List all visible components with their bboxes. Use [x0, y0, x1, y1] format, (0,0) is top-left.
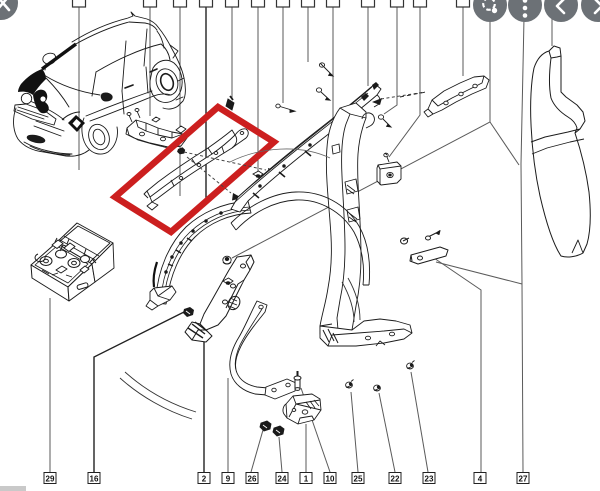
svg-text:9: 9: [226, 474, 231, 483]
svg-text:22: 22: [391, 474, 400, 483]
svg-text:16: 16: [90, 474, 99, 483]
svg-text:23: 23: [425, 474, 434, 483]
svg-text:25: 25: [354, 474, 363, 483]
svg-text:2: 2: [202, 474, 207, 483]
svg-text:1: 1: [304, 474, 309, 483]
svg-text:24: 24: [278, 474, 287, 483]
svg-text:29: 29: [46, 474, 55, 483]
svg-text:27: 27: [519, 474, 528, 483]
svg-text:4: 4: [478, 474, 483, 483]
svg-text:10: 10: [326, 474, 335, 483]
svg-text:26: 26: [248, 474, 257, 483]
